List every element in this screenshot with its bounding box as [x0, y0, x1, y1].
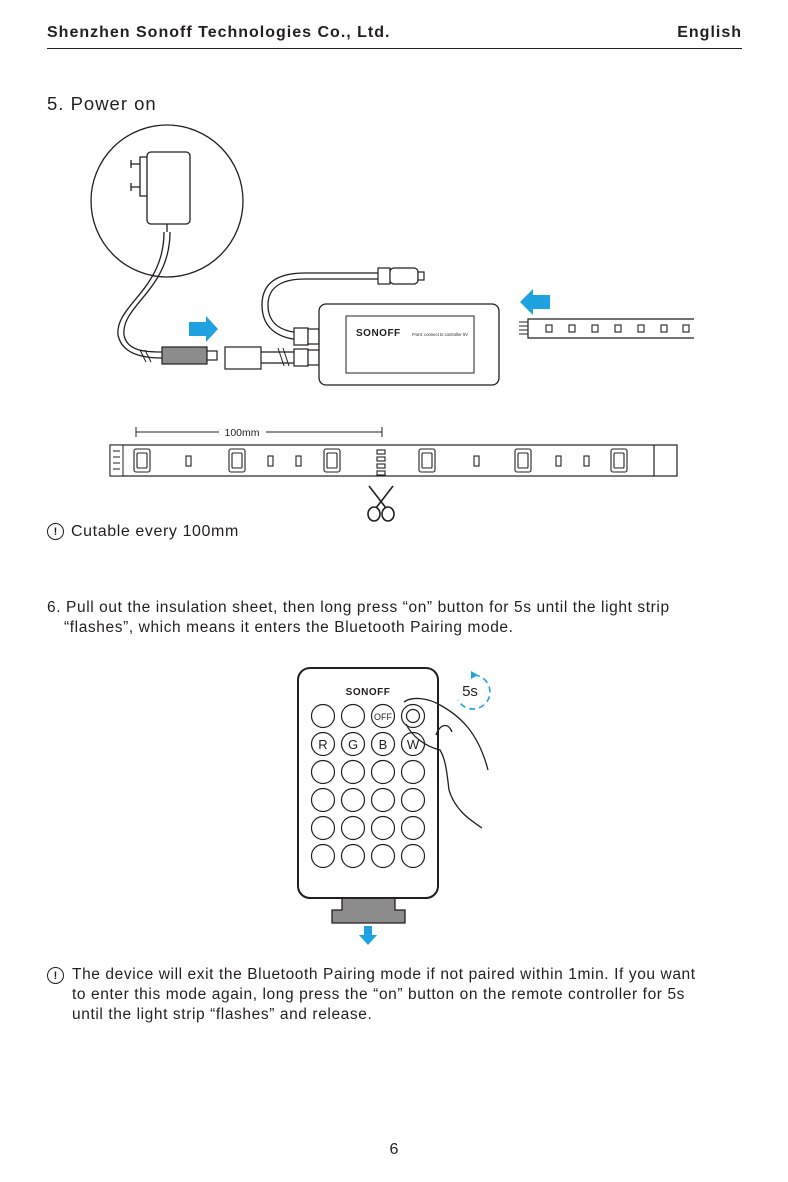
light-strip — [109, 444, 678, 477]
remote-button-r — [310, 731, 336, 757]
step6-line2: “flashes”, which means it enters the Blu… — [64, 619, 514, 636]
button-label-w: W — [407, 737, 420, 752]
warning-icon: ! — [47, 523, 64, 540]
section-title-power-on: 5. Power on — [47, 93, 157, 114]
cut-note: Cutable every 100mm — [71, 523, 239, 540]
remote-diagram: SONOFF OFF R G B W 5s — [297, 667, 491, 945]
language-label: English — [677, 24, 742, 41]
barrel-plug — [161, 346, 208, 365]
page-number: 6 — [389, 1141, 399, 1158]
exit-note-line3: until the light strip “flashes” and rele… — [72, 1006, 373, 1023]
power-adapter-icon — [90, 124, 244, 278]
exit-note: The device will exit the Bluetooth Pairi… — [72, 965, 752, 1025]
remote-button-off — [370, 703, 396, 729]
arrow-down-icon — [359, 926, 377, 945]
page-header: Shenzhen Sonoff Technologies Co., Ltd. E… — [47, 24, 742, 49]
company-name: Shenzhen Sonoff Technologies Co., Ltd. — [47, 24, 391, 41]
button-label-off: OFF — [374, 712, 392, 722]
hold-time-label: 5s — [462, 683, 478, 700]
warning-icon: ! — [47, 967, 64, 984]
button-label-b: B — [379, 737, 388, 752]
insulation-sheet — [331, 894, 406, 924]
step6-line1: 6. Pull out the insulation sheet, then l… — [47, 599, 670, 616]
remote-button-b — [370, 731, 396, 757]
remote-controller — [297, 667, 439, 899]
hand-icon — [403, 697, 489, 829]
button-label-g: G — [348, 737, 358, 752]
timer-arc — [457, 674, 491, 710]
remote-button-g — [340, 731, 366, 757]
remote-button — [340, 703, 366, 729]
remote-brand: SONOFF — [346, 687, 391, 698]
remote-button — [310, 703, 336, 729]
button-label-r: R — [318, 737, 327, 752]
arrow-right-icon — [189, 316, 218, 342]
strip-length-label: 100mm — [224, 427, 259, 439]
step6-instruction: 6. Pull out the insulation sheet, then l… — [47, 598, 747, 638]
controller-fine-print: Front: connect to controller 5V — [412, 332, 468, 337]
scissors-icon — [367, 485, 395, 522]
power-on-diagram: SONOFF Front: connect to controller 5V 1… — [90, 124, 694, 522]
exit-note-line2: to enter this mode again, long press the… — [72, 986, 686, 1003]
barrel-socket — [224, 346, 262, 370]
arrow-left-icon — [520, 289, 550, 315]
light-strip-end — [527, 318, 694, 339]
controller-brand: SONOFF — [356, 328, 401, 339]
exit-note-line1: The device will exit the Bluetooth Pairi… — [72, 966, 696, 983]
